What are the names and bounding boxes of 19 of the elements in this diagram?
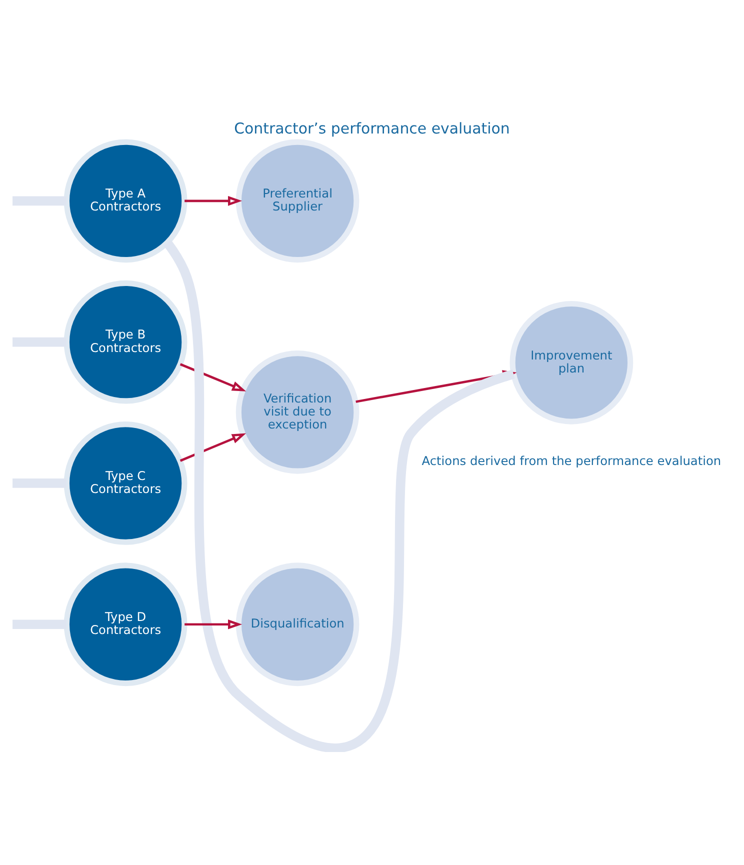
node-circle: Preferential Supplier (236, 138, 360, 262)
connector (12, 196, 67, 206)
node-circle: Disqualification (236, 562, 360, 686)
node-circle: Improvement plan (510, 300, 634, 424)
arrow (184, 196, 242, 206)
arrow (184, 618, 242, 629)
arrow (180, 432, 246, 462)
node-circle: Type C Contractors (64, 421, 188, 544)
node-circle: Verification visit due to exception (236, 350, 360, 474)
arrow (180, 362, 246, 391)
diagram-title: Contractor’s performance evaluation (234, 118, 510, 137)
connector (12, 336, 67, 346)
node-circle: Type D Contractors (64, 562, 188, 686)
connector (12, 478, 67, 488)
connector (12, 619, 67, 629)
node-circle: Type A Contractors (64, 138, 188, 262)
label: Actions derived from the performance evaluation (422, 453, 722, 468)
node-circle: Type B Contractors (64, 280, 188, 404)
connector (164, 240, 515, 752)
